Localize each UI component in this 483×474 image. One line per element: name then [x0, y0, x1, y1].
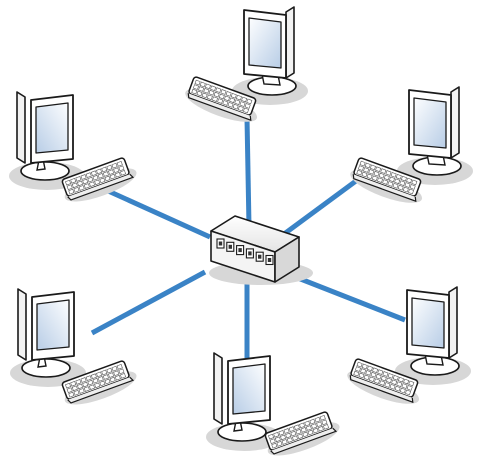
monitor-icon: [206, 352, 282, 451]
monitor-icon: [232, 6, 308, 105]
network-switch-icon: [209, 215, 313, 285]
switch-port: [245, 248, 254, 259]
switch-port: [265, 254, 274, 266]
switch-port: [236, 245, 245, 256]
link-line-lower-right: [297, 275, 406, 323]
keyboard-icon: [347, 358, 420, 404]
link-line-upper-right: [278, 175, 362, 240]
monitor-icon: [10, 288, 86, 387]
switch-port: [255, 251, 264, 262]
workstation-lower-left: [10, 288, 137, 405]
monitor-icon: [395, 286, 471, 385]
keyboard-icon: [61, 157, 137, 202]
workstation-top: [185, 6, 308, 122]
switch-port: [226, 241, 235, 252]
workstation-upper-left: [9, 91, 137, 202]
workstation-lower-right: [347, 286, 471, 404]
link-line-top: [244, 117, 252, 227]
keyboard-icon: [264, 411, 340, 456]
keyboard-icon: [185, 76, 258, 122]
network-links: [90, 117, 406, 358]
monitor-icon: [397, 86, 473, 185]
network-hub: [209, 215, 313, 285]
keyboard-icon: [61, 360, 137, 405]
keyboard-icon: [350, 157, 423, 203]
workstation-upper-right: [350, 86, 473, 203]
link-line-upper-left: [104, 187, 212, 240]
workstation-bottom: [206, 352, 340, 456]
workstation-nodes: [9, 6, 473, 456]
link-line-lower-left: [90, 269, 207, 336]
switch-port: [216, 238, 225, 249]
